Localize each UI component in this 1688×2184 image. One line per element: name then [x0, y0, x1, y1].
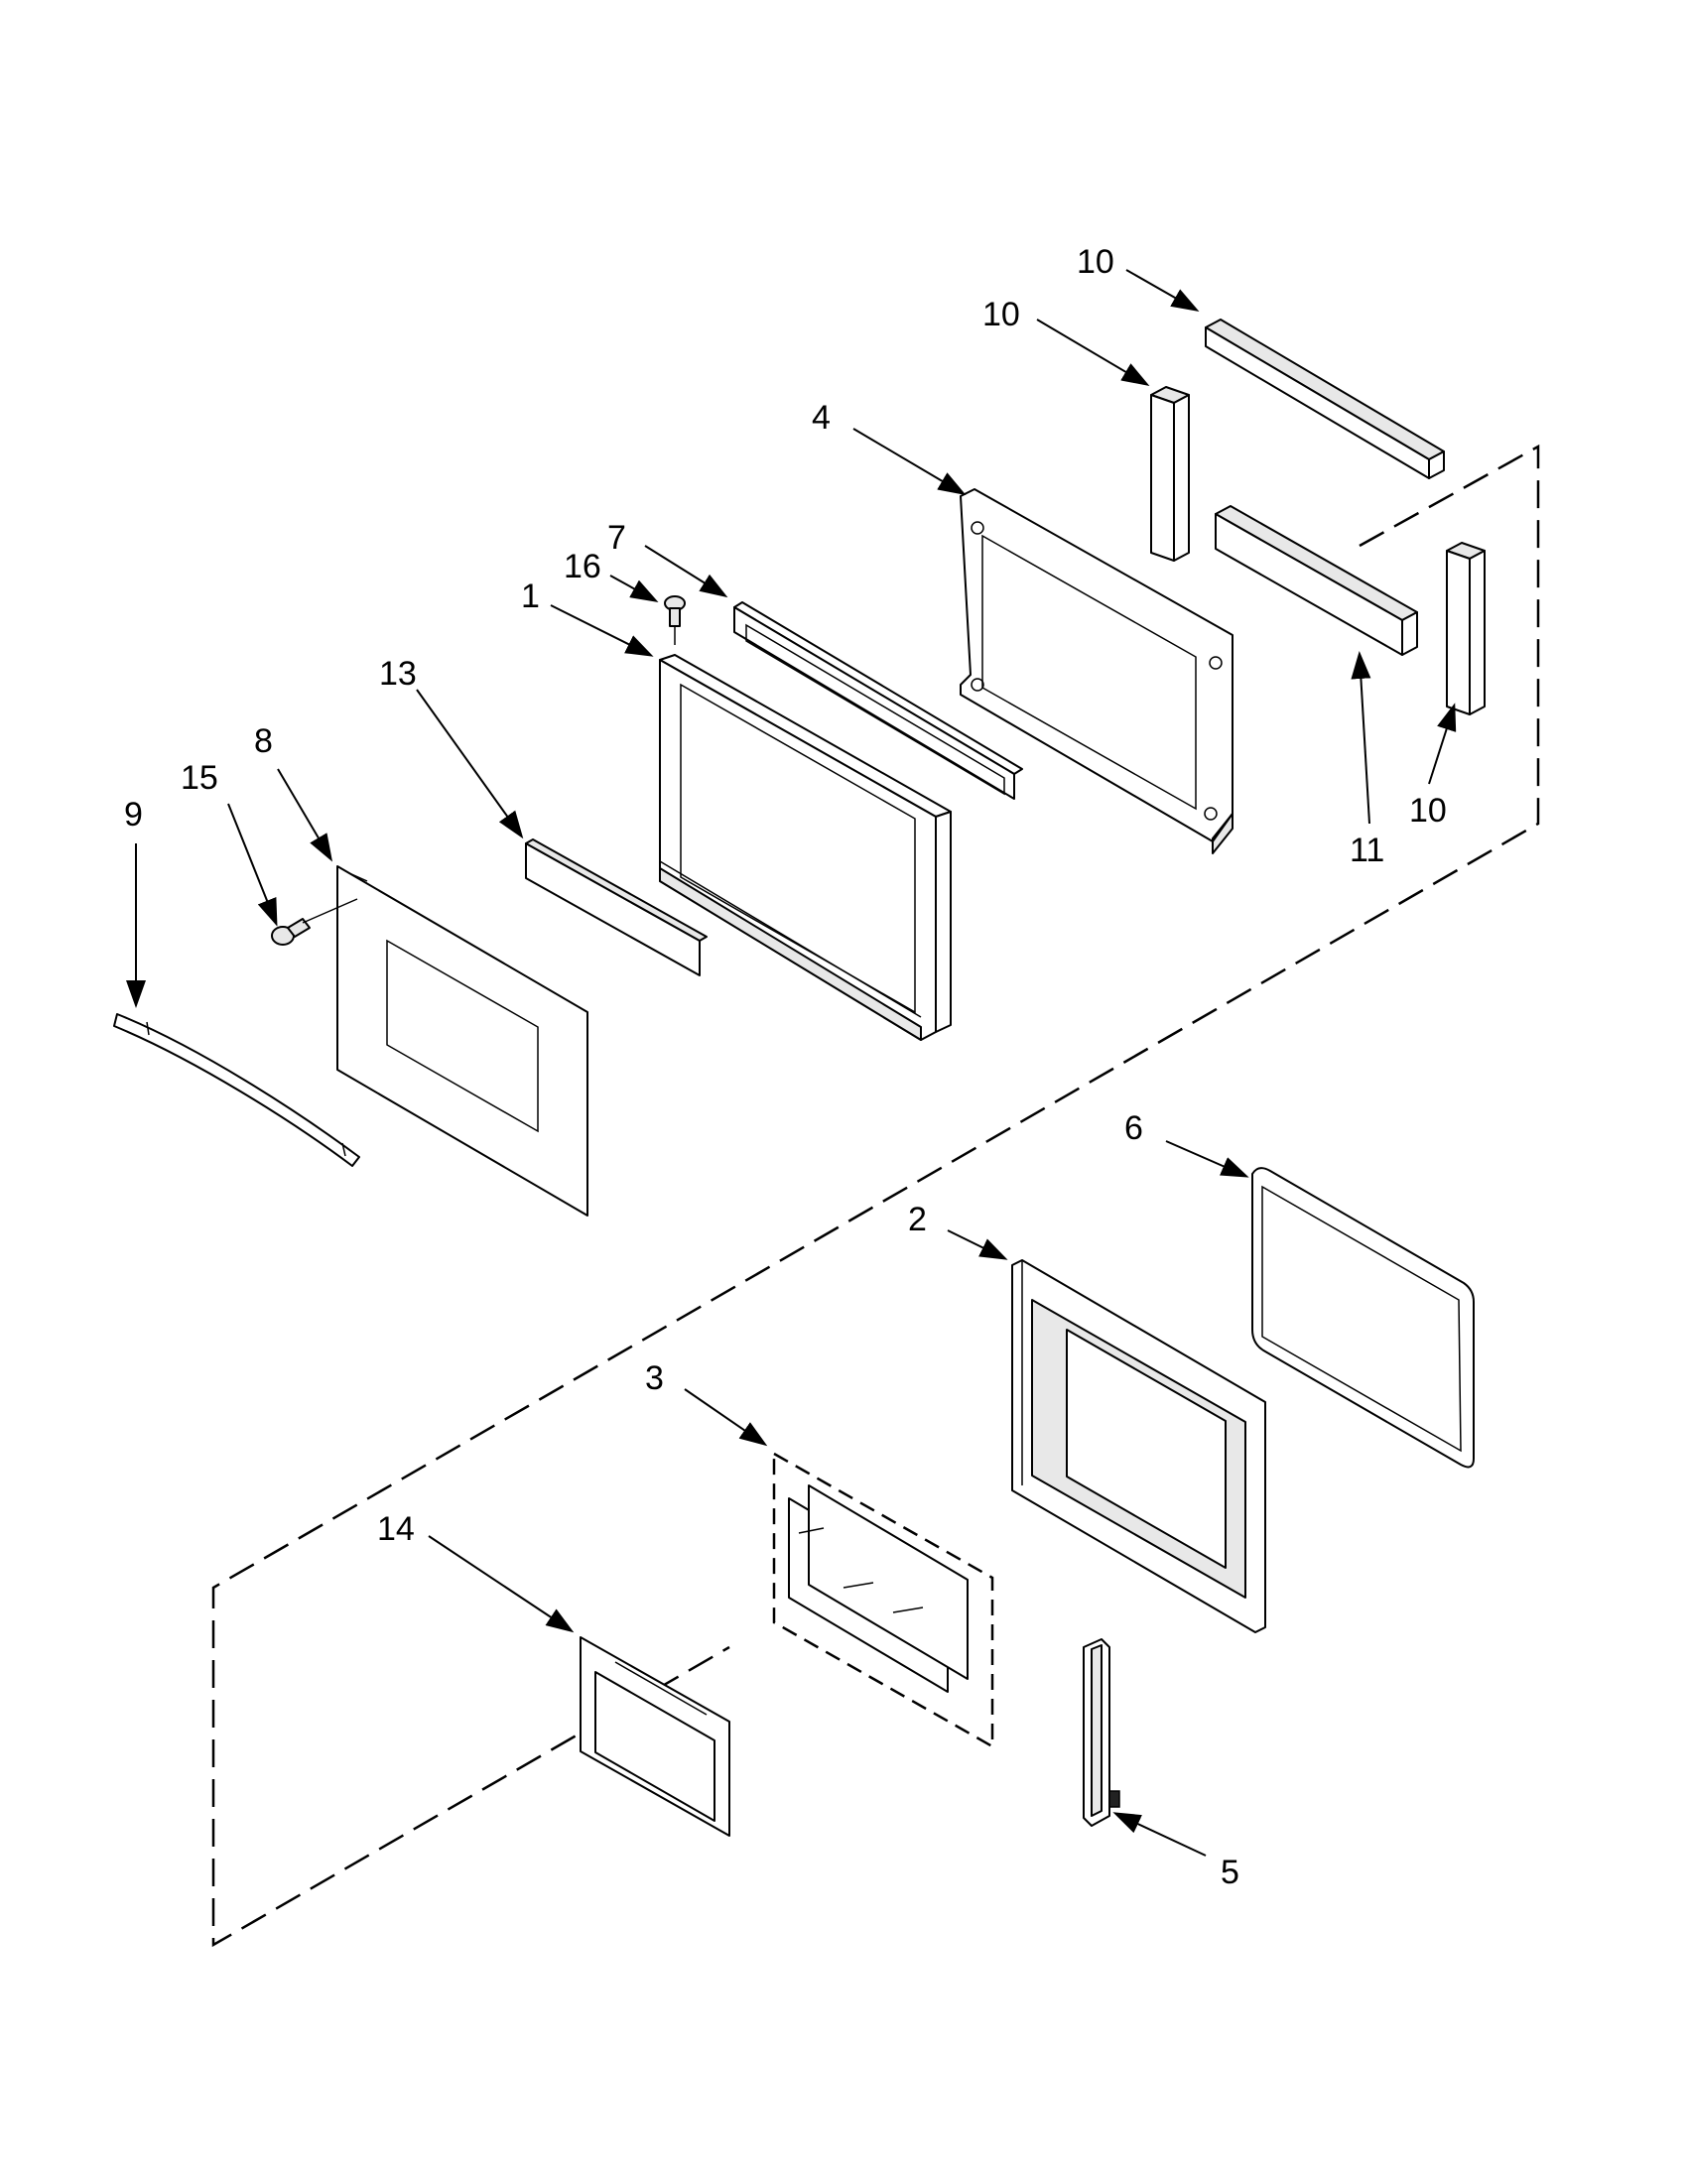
- part-8-outer-door: [336, 865, 588, 1217]
- callout-11: 11: [1350, 832, 1384, 869]
- part-15-screw: [271, 898, 358, 946]
- part-2-inner-door: [1011, 1259, 1266, 1633]
- callout-1: 1: [521, 578, 540, 615]
- part-4-inner-panel: [960, 488, 1234, 854]
- leader-5: [1112, 1812, 1207, 1857]
- part-10-block-upper: [1150, 386, 1190, 562]
- part-6-gasket: [1251, 1167, 1475, 1469]
- leader-13: [416, 689, 524, 839]
- callout-12: 10: [1077, 243, 1114, 281]
- callout-2: 2: [908, 1201, 927, 1238]
- callout-13: 13: [379, 655, 417, 693]
- leader-15: [227, 803, 278, 927]
- callout-5: 5: [1221, 1854, 1239, 1891]
- callout-10-lower: 10: [1409, 792, 1447, 830]
- callout-7: 7: [607, 519, 626, 557]
- leader-4: [852, 428, 967, 496]
- part-16-screw: [664, 595, 686, 645]
- part-1-door-frame: [659, 654, 952, 1041]
- leader-7: [644, 545, 728, 598]
- part-11-bar: [1215, 505, 1418, 656]
- part-10-block-lower: [1446, 542, 1486, 715]
- callout-15: 15: [181, 759, 218, 797]
- callout-8: 8: [254, 722, 273, 760]
- leader-10b: [1428, 703, 1457, 785]
- leader-14: [428, 1535, 575, 1633]
- leader-1: [550, 604, 654, 657]
- callout-3: 3: [645, 1359, 664, 1397]
- leader-16: [609, 575, 659, 602]
- leader-3: [684, 1388, 768, 1447]
- callout-14: 14: [377, 1510, 415, 1548]
- callout-9: 9: [124, 796, 143, 834]
- part-13-bracket: [525, 838, 708, 976]
- part-7-channel: [733, 601, 1023, 800]
- part-14-door-liner: [580, 1636, 730, 1837]
- leader-6: [1165, 1140, 1249, 1178]
- part-3-glass-assembly: [772, 1451, 994, 1749]
- callout-4: 4: [812, 399, 831, 437]
- part-9-handle: [113, 1013, 360, 1167]
- leader-10a: [1036, 319, 1150, 387]
- callout-6: 6: [1124, 1109, 1143, 1147]
- leader-8: [277, 768, 333, 862]
- assembly-boundary-upper: [211, 444, 1540, 1948]
- leader-2: [947, 1229, 1008, 1260]
- part-5-hinge: [1083, 1638, 1120, 1827]
- leader-11: [1351, 651, 1371, 825]
- callout-16: 16: [564, 548, 601, 585]
- callout-10-upper: 10: [982, 296, 1020, 333]
- part-12-bar: [1205, 319, 1445, 479]
- leader-12: [1125, 269, 1200, 312]
